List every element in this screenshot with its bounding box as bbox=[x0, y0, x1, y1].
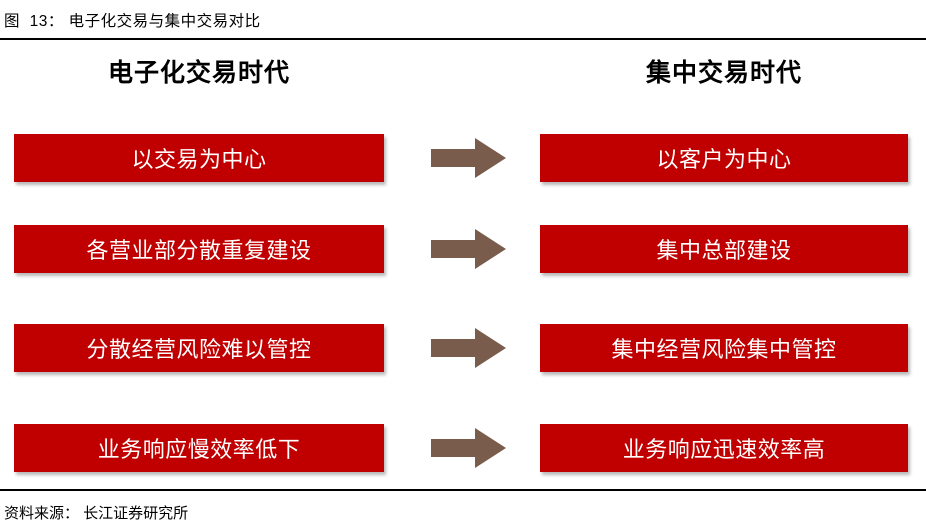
comparison-row: 以交易为中心 以客户为中心 bbox=[0, 134, 926, 182]
right-arrow-icon bbox=[431, 229, 506, 269]
bottom-divider-line bbox=[0, 489, 926, 491]
right-column-header: 集中交易时代 bbox=[645, 59, 802, 87]
left-stage-box: 各营业部分散重复建设 bbox=[14, 225, 384, 273]
right-stage-box: 集中经营风险集中管控 bbox=[540, 324, 908, 372]
right-stage-box: 以客户为中心 bbox=[540, 134, 908, 182]
left-stage-box: 以交易为中心 bbox=[14, 134, 384, 182]
right-arrow-icon bbox=[431, 328, 506, 368]
right-arrow-icon bbox=[431, 428, 506, 468]
top-divider-line bbox=[0, 38, 926, 40]
source-note: 资料来源： 长江证券研究所 bbox=[4, 505, 189, 522]
right-arrow-icon bbox=[431, 138, 506, 178]
comparison-row: 各营业部分散重复建设 集中总部建设 bbox=[0, 225, 926, 273]
left-column-header: 电子化交易时代 bbox=[107, 59, 290, 87]
right-stage-box: 集中总部建设 bbox=[540, 225, 908, 273]
left-stage-box: 分散经营风险难以管控 bbox=[14, 324, 384, 372]
comparison-row: 业务响应慢效率低下 业务响应迅速效率高 bbox=[0, 424, 926, 472]
left-stage-box: 业务响应慢效率低下 bbox=[14, 424, 384, 472]
right-stage-box: 业务响应迅速效率高 bbox=[540, 424, 908, 472]
figure-caption: 图 13： 电子化交易与集中交易对比 bbox=[4, 13, 261, 30]
comparison-row: 分散经营风险难以管控 集中经营风险集中管控 bbox=[0, 324, 926, 372]
